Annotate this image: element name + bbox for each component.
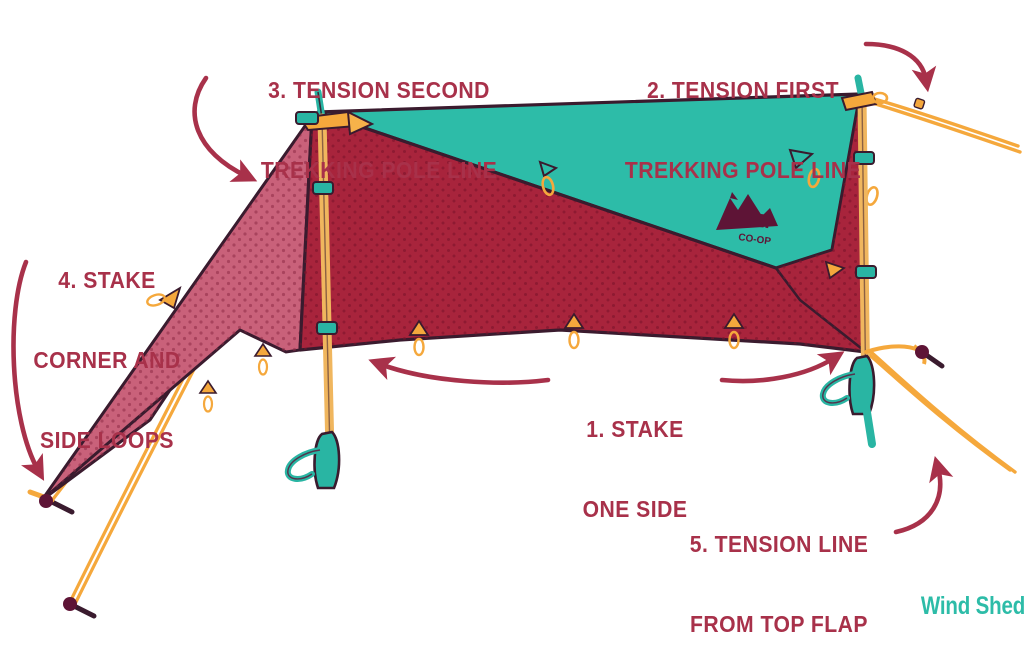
arrow-to-step-1-right — [719, 351, 845, 384]
arrow-to-step-5 — [893, 455, 954, 535]
callout-step-2-line2: TREKKING POLE LINE — [624, 157, 862, 184]
pole-apex-webbing-right — [840, 90, 889, 112]
callout-step-3: 3. TENSION SECOND TREKKING POLE LINE — [258, 24, 499, 237]
tie-out-loop-group-face — [538, 148, 879, 206]
callout-step-4-line2: CORNER AND — [33, 347, 181, 374]
trekking-pole-left — [284, 88, 375, 490]
brand-wordmark: Wind Shed — [920, 592, 1024, 620]
svg-text:CO-OP: CO-OP — [738, 232, 772, 248]
tarp-left-wing — [40, 110, 314, 502]
callout-step-3-line2: TREKKING POLE LINE — [260, 157, 498, 184]
trekking-pole-right — [819, 74, 889, 448]
callout-step-5-line2: FROM TOP FLAP — [689, 611, 869, 638]
ground-stake-right — [864, 344, 945, 369]
tie-out-loop-group-hem — [146, 260, 846, 413]
callout-step-1-line1: 1. STAKE — [586, 416, 684, 443]
callout-step-3-line1: 3. TENSION SECOND — [268, 77, 490, 104]
guyline-tensioner-right — [913, 97, 926, 110]
ground-stake-left-corner — [27, 489, 75, 515]
callout-step-5-line1: 5. TENSION LINE — [689, 531, 869, 558]
guyline-group-right — [862, 94, 1022, 474]
callout-step-4-line1: 4. STAKE — [58, 267, 156, 294]
ground-stake-left-guyline — [63, 597, 97, 619]
rei-logo: REI CO-OP — [716, 192, 778, 248]
callout-step-2: 2. TENSION FIRST TREKKING POLE LINE — [622, 24, 863, 237]
callout-step-1-line2: ONE SIDE — [582, 496, 688, 523]
callout-step-2-line1: 2. TENSION FIRST — [647, 77, 839, 104]
callout-step-4-line3: SIDE LOOPS — [40, 427, 174, 454]
arrow-to-step-2 — [863, 41, 937, 93]
arrow-to-step-1-left — [368, 356, 551, 385]
pole-apex-webbing-left — [295, 110, 375, 136]
callout-step-1: 1. STAKE ONE SIDE — [566, 363, 704, 576]
arrow-to-step-3 — [192, 75, 258, 182]
callout-step-5: 5. TENSION LINE FROM TOP FLAP — [681, 478, 878, 655]
svg-text:REI: REI — [737, 208, 771, 233]
callout-step-4: 4. STAKE CORNER AND SIDE LOOPS — [29, 214, 185, 507]
arrow-to-step-4 — [11, 259, 45, 481]
